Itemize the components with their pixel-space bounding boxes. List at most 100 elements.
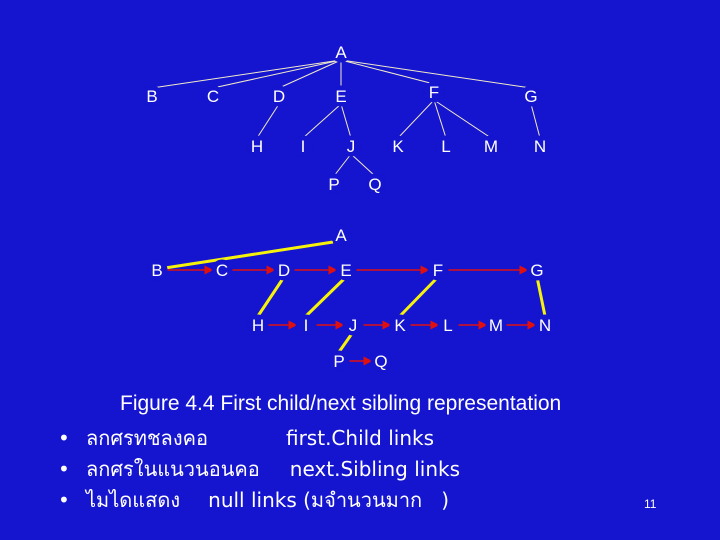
- tree1-node-label: C: [207, 87, 219, 106]
- tree2-node-label: G: [530, 261, 543, 280]
- tree1-edge-e-i: [302, 103, 342, 139]
- tree1-node-label: H: [251, 137, 263, 156]
- tree2-node-label: N: [539, 316, 551, 335]
- tree1-node-label: A: [335, 43, 347, 62]
- tree1-edge-d-h: [256, 103, 280, 139]
- tree2-node-label: Q: [374, 352, 387, 371]
- tree2-node-label: J: [349, 316, 358, 335]
- tree2-node-j: J: [342, 314, 364, 336]
- bullet-marker: •: [58, 488, 70, 512]
- tree2-node-label: D: [278, 261, 290, 280]
- bullet-close-paren: ): [441, 488, 450, 512]
- tree1-node-n: N: [529, 135, 551, 157]
- tree2-node-l: L: [437, 314, 459, 336]
- tree1-edge-a-f: [340, 59, 435, 85]
- tree2-node-label: K: [394, 316, 406, 335]
- tree2-node-i: I: [295, 314, 317, 336]
- tree1-node-label: K: [392, 137, 404, 156]
- tree2-node-f: F: [427, 259, 449, 281]
- tree1-edge-a-b: [151, 59, 342, 89]
- tree2-node-m: M: [485, 314, 507, 336]
- tree2-node-label: E: [340, 261, 351, 280]
- tree1-node-p: P: [323, 173, 345, 195]
- bullet-list: • ลกศรทชลงคอ first.Child links • ลกศรในแนวน…: [58, 423, 460, 516]
- tree1-edges: [151, 59, 541, 177]
- bullet-next-sibling: • ลกศรในแนวนอนคอ next.Sibling links: [58, 454, 460, 485]
- tree1-node-f: F: [423, 81, 445, 103]
- tree2-edges: [164, 240, 547, 366]
- first-child-link-a-b: [164, 240, 334, 270]
- tree1-node-m: M: [480, 135, 502, 157]
- tree2-node-label: M: [489, 316, 503, 335]
- bullet-thai-text: ลกศรทชลงคอ: [86, 426, 208, 450]
- first-child-link-g-n: [535, 276, 547, 317]
- first-child-link-j-p: [337, 331, 355, 353]
- tree1-node-b: B: [141, 85, 163, 107]
- tree2-node-label: I: [304, 316, 309, 335]
- tree1-edge-f-l: [433, 99, 447, 139]
- tree1-node-a: A: [330, 41, 352, 63]
- tree1-nodes: A B C D E F G H I J K L M N P Q: [141, 41, 551, 195]
- tree1-node-e: E: [330, 85, 352, 107]
- bullet-thai-paren: (มจำนวนมาก: [303, 488, 423, 512]
- tree2-node-label: H: [252, 316, 264, 335]
- tree1-node-label: F: [429, 83, 439, 102]
- tree1-edge-f-m: [433, 99, 492, 139]
- tree2-node-a: A: [330, 224, 352, 246]
- tree2-node-c: C: [211, 259, 233, 281]
- tree2-node-label: A: [335, 226, 347, 245]
- bullet-english-text: next.Sibling links: [289, 457, 461, 481]
- page-number: 11: [644, 497, 657, 511]
- bullet-english-text: null links: [208, 488, 297, 512]
- tree1-edge-f-k: [397, 99, 435, 139]
- tree1-node-label: G: [524, 87, 537, 106]
- bullet-english-text: first.Child links: [285, 426, 435, 450]
- bullet-marker: •: [58, 457, 70, 481]
- tree1-node-label: M: [484, 137, 498, 156]
- tree2-node-label: C: [216, 261, 228, 280]
- tree2-node-label: B: [151, 261, 162, 280]
- tree2-node-q: Q: [370, 350, 392, 372]
- first-child-link-e-i: [304, 275, 348, 318]
- tree2-nodes: A B C D E F G H I J K L M N P Q: [146, 224, 556, 372]
- tree2-node-k: K: [389, 314, 411, 336]
- figure-caption: Figure 4.4 First child/next sibling repr…: [120, 392, 562, 415]
- tree1-node-l: L: [435, 135, 457, 157]
- tree1-node-label: L: [441, 137, 450, 156]
- bullet-first-child: • ลกศรทชลงคอ first.Child links: [58, 423, 460, 454]
- tree1-node-label: Q: [368, 175, 381, 194]
- tree1-node-j: J: [340, 135, 362, 157]
- first-child-link-f-k: [398, 275, 440, 318]
- tree1-edge-j-p: [333, 153, 352, 177]
- tree2-node-label: P: [333, 352, 344, 371]
- tree1-node-i: I: [292, 135, 314, 157]
- tree1-node-label: B: [146, 87, 157, 106]
- tree1-node-g: G: [520, 85, 542, 107]
- bullet-thai-text: ลกศรในแนวนอนคอ: [86, 457, 260, 481]
- tree2-node-n: N: [534, 314, 556, 336]
- tree1-node-label: D: [273, 87, 285, 106]
- bullet-null-links: • ไมไดแสดง null links (มจำนวนมาก ): [58, 485, 460, 516]
- tree1-node-label: I: [301, 137, 306, 156]
- tree2-node-e: E: [335, 259, 357, 281]
- tree1-node-label: N: [534, 137, 546, 156]
- tree1-edge-a-d: [278, 59, 342, 89]
- bullet-marker: •: [58, 426, 70, 450]
- bullet-thai-text: ไมไดแสดง: [86, 488, 181, 512]
- tree2-node-label: L: [443, 316, 452, 335]
- tree1-edge-a-g: [340, 59, 532, 89]
- tree1-node-label: J: [347, 137, 356, 156]
- tree2-node-p: P: [328, 350, 350, 372]
- tree1-edge-j-q: [350, 153, 376, 177]
- tree1-node-label: P: [328, 175, 339, 194]
- tree2-node-d: D: [273, 259, 295, 281]
- tree2-node-b: B: [146, 259, 168, 281]
- tree1-edge-e-j: [340, 103, 352, 139]
- first-child-link-d-h: [256, 276, 286, 317]
- tree1-edge-g-n: [530, 103, 541, 139]
- tree1-node-h: H: [246, 135, 268, 157]
- tree1-node-c: C: [202, 85, 224, 107]
- tree1-node-k: K: [387, 135, 409, 157]
- tree1-node-q: Q: [364, 173, 386, 195]
